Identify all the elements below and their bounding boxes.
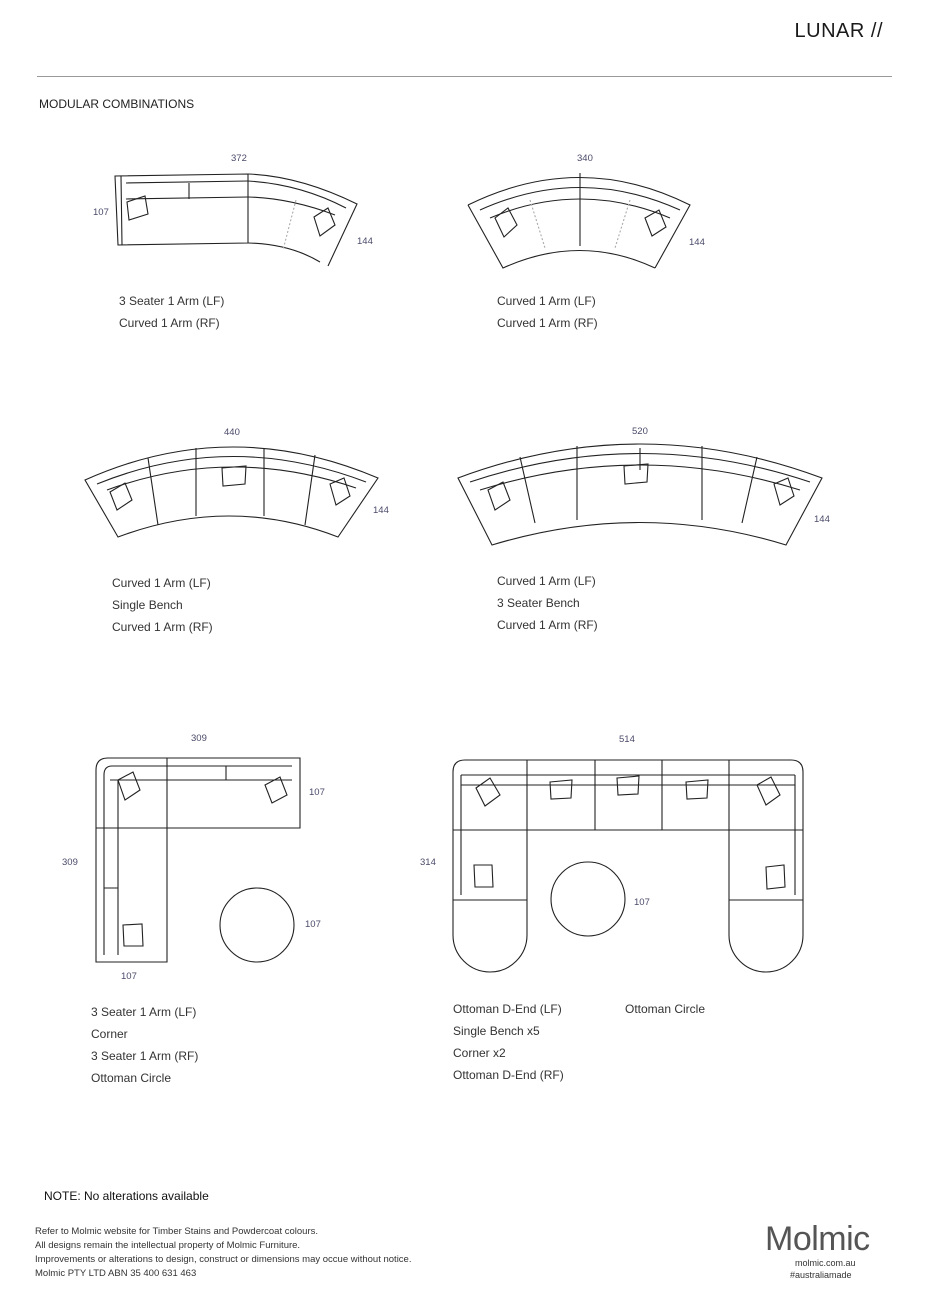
item-label: Curved 1 Arm (LF) [497, 294, 596, 308]
dim-depth: 107 [93, 207, 109, 218]
item-label: Ottoman D-End (RF) [453, 1068, 564, 1082]
header-divider [37, 76, 892, 77]
dim-width: 514 [619, 734, 635, 745]
combination-4-items: Curved 1 Arm (LF) 3 Seater Bench Curved … [497, 570, 598, 636]
dim-width: 309 [191, 733, 207, 744]
item-label: Curved 1 Arm (RF) [119, 316, 220, 330]
section-title: MODULAR COMBINATIONS [39, 97, 195, 111]
item-label: Ottoman D-End (LF) [453, 1002, 562, 1016]
combination-2-items: Curved 1 Arm (LF) Curved 1 Arm (RF) [497, 290, 598, 334]
item-label: Single Bench [112, 598, 183, 612]
item-label: Ottoman Circle [91, 1071, 172, 1085]
footer-text: Refer to Molmic website for Timber Stain… [35, 1225, 411, 1281]
item-label-extra: Ottoman Circle [625, 1002, 706, 1016]
combination-6-items: Ottoman D-End (LF) Single Bench x5 Corne… [453, 998, 564, 1086]
dim-width: 520 [632, 426, 648, 437]
note: NOTE: No alterations available [44, 1189, 209, 1203]
dim-width: 340 [577, 153, 593, 164]
combination-5-items: 3 Seater 1 Arm (LF) Corner 3 Seater 1 Ar… [91, 1001, 198, 1089]
item-label: Curved 1 Arm (LF) [112, 576, 211, 590]
diagram-combination-2 [467, 173, 691, 269]
item-label: 3 Seater Bench [497, 596, 580, 610]
combination-3-items: Curved 1 Arm (LF) Single Bench Curved 1 … [112, 572, 213, 638]
footer-line: Refer to Molmic website for Timber Stain… [35, 1226, 319, 1237]
dim-depth: 107 [309, 787, 325, 798]
logo-tag: #australiamade [790, 1270, 852, 1280]
item-label: 3 Seater 1 Arm (RF) [91, 1049, 199, 1063]
dim-height: 314 [420, 857, 436, 868]
dim-end: 144 [357, 236, 373, 247]
diagram-combination-5 [95, 757, 301, 963]
diagram-combination-6 [452, 759, 804, 973]
dim-ottoman: 107 [634, 897, 650, 908]
combination-1-items: 3 Seater 1 Arm (LF) Curved 1 Arm (RF) [119, 290, 224, 334]
molmic-logo: Molmic [765, 1220, 870, 1258]
dim-bottom: 107 [121, 971, 137, 982]
diagram-combination-1 [114, 173, 358, 267]
dim-ottoman: 107 [305, 919, 321, 930]
logo-url: molmic.com.au [795, 1258, 856, 1268]
item-label: Curved 1 Arm (RF) [497, 618, 598, 632]
item-label: 3 Seater 1 Arm (LF) [91, 1005, 197, 1019]
diagram-combination-4 [457, 443, 823, 546]
diagram-combination-3 [84, 446, 379, 538]
item-label: Curved 1 Arm (LF) [497, 574, 596, 588]
item-label: 3 Seater 1 Arm (LF) [119, 294, 225, 308]
item-label: Curved 1 Arm (RF) [497, 316, 598, 330]
dim-end: 144 [814, 514, 830, 525]
brand-title: LUNAR // [794, 20, 883, 42]
item-label: Corner [91, 1027, 128, 1041]
item-label: Curved 1 Arm (RF) [112, 620, 213, 634]
dim-height: 309 [62, 857, 78, 868]
dim-end: 144 [373, 505, 389, 516]
dim-width: 440 [224, 427, 240, 438]
footer-line: Molmic PTY LTD ABN 35 400 631 463 [35, 1268, 197, 1279]
footer-line: Improvements or alterations to design, c… [35, 1254, 412, 1265]
dim-width: 372 [231, 153, 247, 164]
item-label: Single Bench x5 [453, 1024, 540, 1038]
item-label: Corner x2 [453, 1046, 506, 1060]
footer-line: All designs remain the intellectual prop… [35, 1240, 301, 1251]
dim-end: 144 [689, 237, 705, 248]
